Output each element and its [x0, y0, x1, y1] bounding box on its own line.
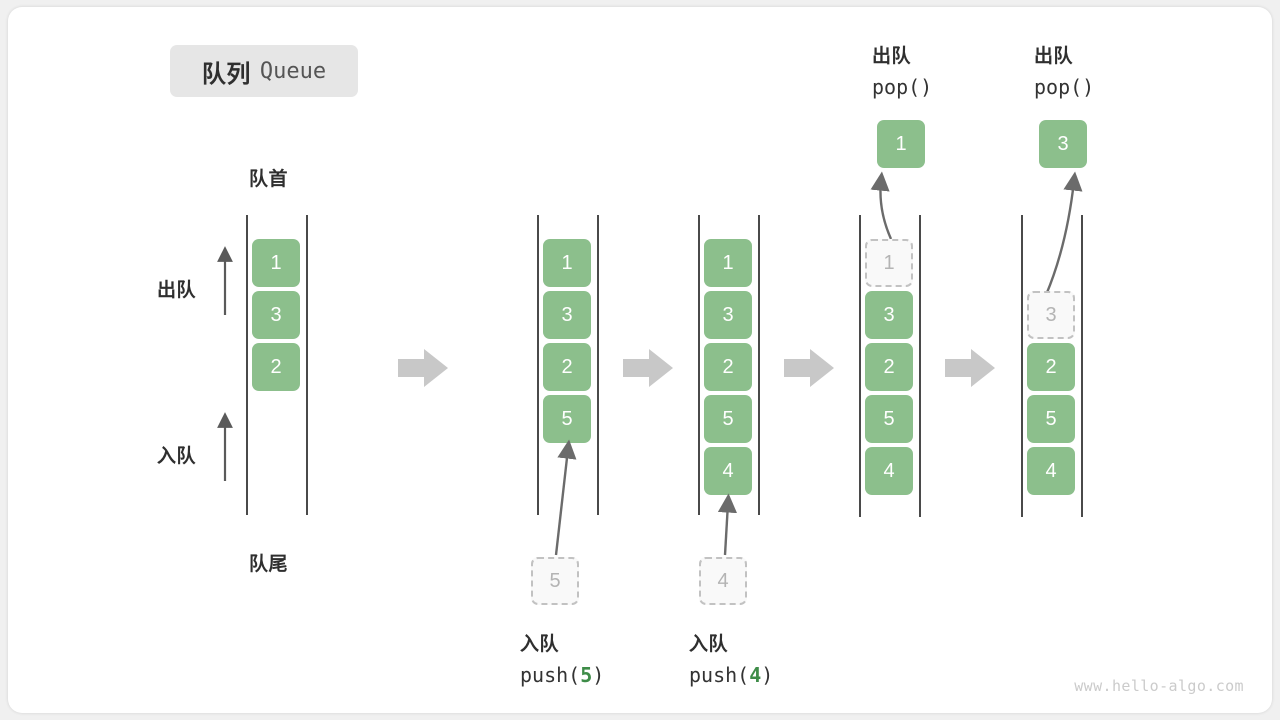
caption-code-col3: push(4): [689, 663, 774, 687]
step-arrow: [623, 349, 673, 387]
queue-element: 4: [1027, 447, 1075, 495]
watermark: www.hello-algo.com: [1074, 677, 1244, 695]
queue-element: 1: [704, 239, 752, 287]
queue-element: 3: [252, 291, 300, 339]
pop-arrow-col5: [1044, 171, 1083, 296]
step-arrow: [945, 349, 995, 387]
queue-element: 5: [865, 395, 913, 443]
queue-element: 1: [543, 239, 591, 287]
queue-rail-right-col3: [758, 215, 760, 515]
caption-arg: 5: [580, 663, 593, 687]
caption-cn-col2: 入队: [520, 634, 560, 655]
queue-rail-left-col3: [698, 215, 700, 515]
ghost-element: 3: [1027, 291, 1075, 339]
popped-element: 1: [877, 120, 925, 168]
queue-element: 5: [704, 395, 752, 443]
queue-element: 2: [252, 343, 300, 391]
queue-element: 5: [1027, 395, 1075, 443]
queue-element: 4: [704, 447, 752, 495]
title-en: Queue: [259, 58, 327, 84]
caption-cn-col5: 出队: [1034, 46, 1074, 67]
queue-element: 3: [543, 291, 591, 339]
diagram-canvas: 队列 Queue 队首 队尾 出队 入队 1 3 2 1 3 2 5 5: [8, 7, 1272, 713]
queue-rail-right-col2: [597, 215, 599, 515]
push-arrow-col3: [717, 493, 738, 556]
ghost-element: 1: [865, 239, 913, 287]
queue-element: 2: [704, 343, 752, 391]
dequeue-direction-arrow: [217, 246, 233, 315]
queue-rail-left-col5: [1021, 215, 1023, 517]
push-arrow-col2: [554, 439, 577, 556]
popped-element: 3: [1039, 120, 1087, 168]
caption-code-col5: pop(): [1034, 75, 1095, 99]
queue-element: 2: [865, 343, 913, 391]
step-arrow: [784, 349, 834, 387]
queue-rail-right-col5: [1081, 215, 1083, 517]
queue-rail-right-col4: [919, 215, 921, 517]
label-enqueue: 入队: [157, 446, 197, 467]
title-badge: 队列 Queue: [170, 45, 358, 97]
step-arrow: [398, 349, 448, 387]
queue-element: 3: [704, 291, 752, 339]
queue-rail-left-col1: [246, 215, 248, 515]
queue-element: 5: [543, 395, 591, 443]
queue-element: 2: [543, 343, 591, 391]
caption-arg: 4: [749, 663, 762, 687]
queue-element: 1: [252, 239, 300, 287]
queue-element: 3: [865, 291, 913, 339]
queue-rail-left-col2: [537, 215, 539, 515]
pop-arrow-col4: [870, 171, 893, 240]
ghost-element: 4: [699, 557, 747, 605]
caption-cn-col4: 出队: [872, 46, 912, 67]
queue-element: 4: [865, 447, 913, 495]
caption-cn-col3: 入队: [689, 634, 729, 655]
ghost-element: 5: [531, 557, 579, 605]
label-rear: 队尾: [249, 554, 289, 575]
caption-code-col2: push(5): [520, 663, 605, 687]
queue-rail-left-col4: [859, 215, 861, 517]
queue-rail-right-col1: [306, 215, 308, 515]
title-cn: 队列: [201, 60, 251, 88]
label-front: 队首: [249, 169, 289, 190]
enqueue-direction-arrow: [217, 412, 233, 481]
label-dequeue: 出队: [157, 280, 197, 301]
queue-element: 2: [1027, 343, 1075, 391]
caption-code-col4: pop(): [872, 75, 933, 99]
